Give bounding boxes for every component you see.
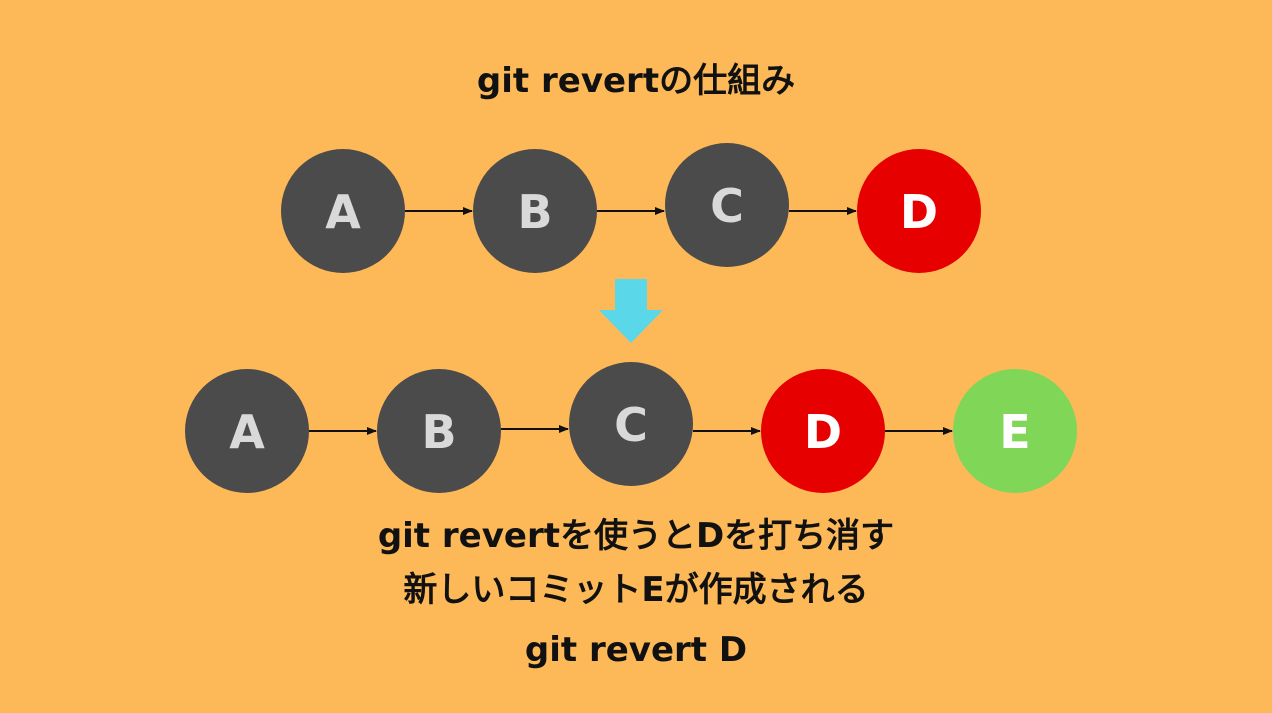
diagram-title: git revertの仕組み [476, 61, 796, 101]
commit-node-before-b [473, 149, 597, 273]
commit-node-after-a [185, 369, 309, 493]
commit-node-after-e [953, 369, 1077, 493]
after-row: A B C D E [185, 362, 1077, 493]
caption-line-2: 新しいコミットEが作成される [403, 570, 869, 610]
caption-line-3: git revert D [524, 630, 748, 670]
before-row: A B C D [281, 143, 981, 273]
commit-label-after-e: E [999, 405, 1030, 459]
commit-label-before-c: C [710, 179, 744, 233]
commit-node-after-b [377, 369, 501, 493]
caption-line-1: git revertを使うとDを打ち消す [377, 516, 895, 556]
commit-node-before-c [665, 143, 789, 267]
commit-label-after-a: A [229, 405, 265, 459]
commit-label-before-b: B [517, 185, 552, 239]
commit-node-before-d [857, 149, 981, 273]
down-arrow-icon [599, 279, 663, 343]
commit-label-before-a: A [325, 185, 361, 239]
commit-label-after-c: C [614, 398, 648, 452]
commit-node-before-a [281, 149, 405, 273]
commit-node-after-d [761, 369, 885, 493]
commit-label-after-d: D [804, 405, 842, 459]
commit-label-after-b: B [421, 405, 456, 459]
commit-label-before-d: D [900, 185, 938, 239]
commit-node-after-c [569, 362, 693, 486]
